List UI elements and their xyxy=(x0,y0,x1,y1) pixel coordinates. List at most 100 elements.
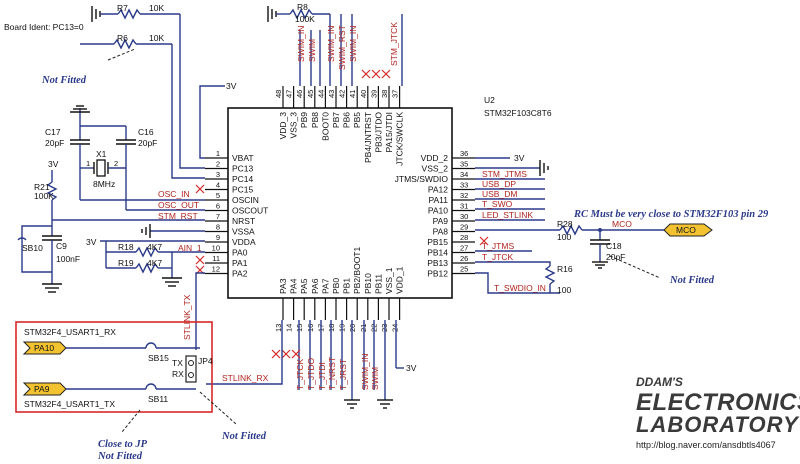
nc-marks-top xyxy=(361,69,391,79)
pin-number: 45 xyxy=(306,90,315,98)
watermark-line-1: DDAM'S xyxy=(636,375,683,389)
pin-name: PC14 xyxy=(232,174,254,184)
pin-name: JTCK/SWCLK xyxy=(395,112,405,166)
pin-number: 41 xyxy=(348,90,357,98)
not-fitted-note-3: Not Fitted xyxy=(221,431,267,442)
right-net-t-jtms: T_JTMS xyxy=(482,241,514,251)
usart-tx-label: STM32F4_USART1_TX xyxy=(24,399,115,409)
pin-name: VSS_3 xyxy=(289,112,299,139)
c18-value: 20pF xyxy=(606,252,625,262)
pin-number: 11 xyxy=(212,254,220,263)
vbat-supply-label: 3V xyxy=(226,81,237,91)
bottom-net-3: T_JTDI xyxy=(317,362,327,390)
r28-ref: R28 xyxy=(557,219,573,229)
pin-name: PA4 xyxy=(289,278,299,294)
c17-value: 20pF xyxy=(45,138,64,148)
r7-ref: R7 xyxy=(117,3,128,13)
pa10-port-label: PA10 xyxy=(34,343,54,353)
pin-name: PA15/JTDI xyxy=(384,112,394,152)
pin-name: PA9 xyxy=(433,216,449,226)
r19-value: 4K7 xyxy=(147,258,162,268)
watermark-url: http://blog.naver.com/ansdbtls4067 xyxy=(636,440,776,450)
vdd2-supply-label: 3V xyxy=(514,153,525,163)
nc-marks-left xyxy=(195,184,205,275)
resistor-r18: R18 4K7 xyxy=(105,241,205,268)
top-net-1: SWIM_IN xyxy=(296,26,306,62)
pa9-port xyxy=(22,382,67,396)
right-pin-group: 36VDD_235VSS_234JTMS/SWDIO33PA1232PA1131… xyxy=(395,149,475,279)
pin-name: PA0 xyxy=(232,248,248,258)
bottom-net-4: T_NRST xyxy=(327,357,337,390)
r8-value: 100K xyxy=(295,14,315,24)
pin-number: 13 xyxy=(274,324,283,332)
pin-number: 26 xyxy=(460,254,468,263)
c9-value: 100nF xyxy=(56,254,80,264)
pin-name: PC13 xyxy=(232,164,254,174)
pin-name: VBAT xyxy=(232,153,254,163)
pin-number: 24 xyxy=(391,324,400,332)
right-net-t-swo: T_SWO xyxy=(482,199,513,209)
r7-value: 10K xyxy=(149,3,164,13)
pin-name: PA6 xyxy=(310,278,320,294)
c16-ref: C16 xyxy=(138,127,154,137)
pin-number: 27 xyxy=(460,244,468,253)
right-net-led-stlink: LED_STLINK xyxy=(482,210,533,220)
pin-name: JTMS/SWDIO xyxy=(395,174,449,184)
pin-number: 48 xyxy=(274,90,283,98)
pin-name: PB2/BOOT1 xyxy=(352,246,362,294)
watermark-line-3: LABORATORY xyxy=(636,412,800,437)
bottom-net-7: SWIM xyxy=(370,367,380,390)
pin-number: 36 xyxy=(460,149,468,158)
pin-name: PB10 xyxy=(363,273,373,294)
chip-ref: U2 xyxy=(484,95,495,105)
pin-number: 38 xyxy=(380,90,389,98)
pin-number: 40 xyxy=(359,90,368,98)
bottom-wires xyxy=(298,320,404,400)
pin-name: PB1 xyxy=(342,278,352,294)
pin-name: PB13 xyxy=(427,258,448,268)
pin-name: PA7 xyxy=(320,278,330,294)
x1-value: 8MHz xyxy=(93,179,115,189)
pin-name: VSS_1 xyxy=(384,267,394,294)
pin-name: PB12 xyxy=(427,269,448,279)
solder-bridges: SB15 SB11 xyxy=(66,342,200,404)
top-net-3: SWIM_IN xyxy=(326,26,336,62)
pin-number: 12 xyxy=(212,265,220,274)
r19-ref: R19 xyxy=(118,258,134,268)
net-ain-1: AIN_1 xyxy=(178,243,202,253)
pin-number: 25 xyxy=(460,265,468,274)
pin-name: PA10 xyxy=(428,206,448,216)
c18-ref: C18 xyxy=(606,241,622,251)
board-ident-label: Board Ident: PC13=0 xyxy=(4,22,84,32)
pin-number: 32 xyxy=(460,191,468,200)
pin-name: VDD_2 xyxy=(421,153,449,163)
pin-name: VDDA xyxy=(232,237,256,247)
right-supply: 3V xyxy=(475,153,549,176)
pin-number: 39 xyxy=(369,90,378,98)
pin-name: PC15 xyxy=(232,185,254,195)
pin-name: PB9 xyxy=(299,112,309,128)
pin-name: NRST xyxy=(232,216,255,226)
r21-value: 100K xyxy=(34,191,54,201)
mco-port xyxy=(663,223,713,237)
pin-name: PA5 xyxy=(299,278,309,294)
not-fitted-note-1: Not Fitted xyxy=(41,75,87,86)
jp4-ref: JP4 xyxy=(198,356,213,366)
jp4-tx: TX xyxy=(172,358,183,368)
pin-name: PB6 xyxy=(342,112,352,128)
pin-number: 44 xyxy=(316,90,325,98)
top-net-4: SWIM_RST xyxy=(337,25,347,70)
oscillator-section: C17 20pF C16 20pF X1 1 2 8MHz xyxy=(45,105,205,211)
c16-value: 20pF xyxy=(138,138,157,148)
right-net-stm-jtms: STM_JTMS xyxy=(482,169,527,179)
top-pin-group: 48VDD_347VSS_346PB945PB844BOOT043PB742PB… xyxy=(274,86,405,166)
usart-rx-label: STM32F4_USART1_RX xyxy=(24,327,116,337)
close-to-jp-note: Close to JP xyxy=(98,439,148,450)
top-net-6: STM_JTCK xyxy=(389,22,399,66)
right-net-t-swdio-in: T_SWDIO_IN xyxy=(494,283,546,293)
r18-value: 4K7 xyxy=(147,242,162,252)
bottom-net-1: T_JTCK xyxy=(295,359,305,391)
reset-network: 3V R21 100K C9 100nF SB10 xyxy=(17,159,205,293)
top-wires xyxy=(299,14,403,86)
